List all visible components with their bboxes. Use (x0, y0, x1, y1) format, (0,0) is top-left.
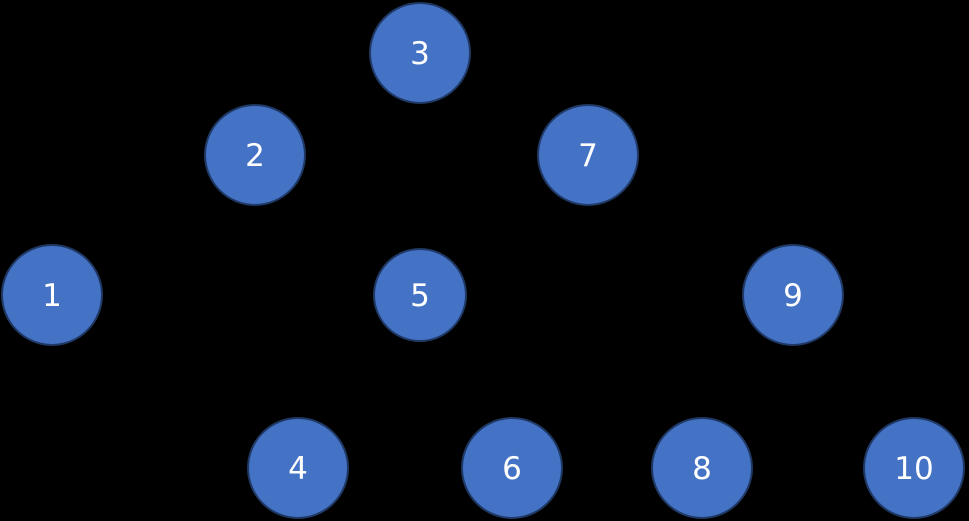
graph-node-6[interactable]: 6 (461, 417, 563, 519)
graph-node-1[interactable]: 1 (1, 244, 103, 346)
node-circle[interactable] (461, 417, 563, 519)
node-circle[interactable] (651, 417, 753, 519)
node-circle[interactable] (204, 104, 306, 206)
graph-node-5[interactable]: 5 (373, 248, 467, 342)
graph-node-7[interactable]: 7 (537, 104, 639, 206)
node-circle[interactable] (537, 104, 639, 206)
node-circle[interactable] (863, 417, 965, 519)
node-circle[interactable] (369, 2, 471, 104)
node-circle[interactable] (373, 248, 467, 342)
graph-edge (461, 70, 549, 132)
edges-layer (453, 70, 549, 421)
graph-node-3[interactable]: 3 (369, 2, 471, 104)
graph-edge (453, 324, 492, 421)
graph-node-8[interactable]: 8 (651, 417, 753, 519)
graph-node-9[interactable]: 9 (742, 244, 844, 346)
node-circle[interactable] (1, 244, 103, 346)
graph-node-2[interactable]: 2 (204, 104, 306, 206)
graph-node-4[interactable]: 4 (247, 417, 349, 519)
node-circle[interactable] (247, 417, 349, 519)
node-circle[interactable] (742, 244, 844, 346)
graph-node-10[interactable]: 10 (863, 417, 965, 519)
